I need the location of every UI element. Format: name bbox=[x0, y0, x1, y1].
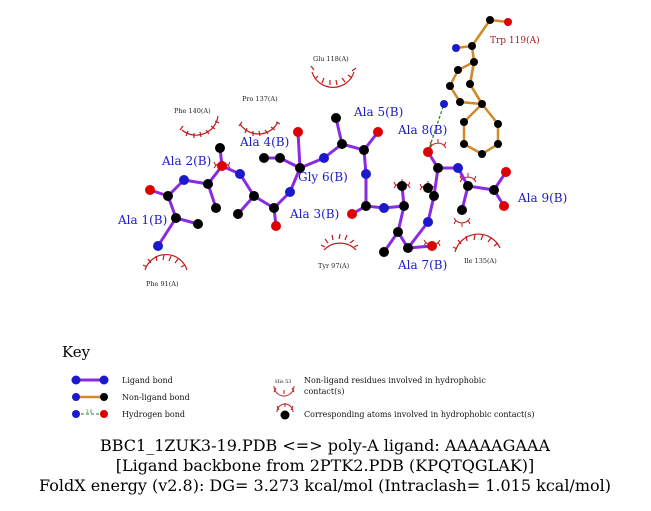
key-residue-arc-sample bbox=[273, 385, 295, 397]
key-hydrogen-bond-sample: 3.0 bbox=[72, 409, 108, 418]
arc-phe91 bbox=[142, 254, 188, 271]
key-hbond-distance: 3.0 bbox=[86, 409, 93, 414]
key-hydrogen-bond-label: Hydrogen bond bbox=[122, 410, 185, 419]
label-glu118: Glu 118(A) bbox=[313, 55, 349, 63]
key-corresponding-atoms-label: Corresponding atoms involved in hydropho… bbox=[304, 410, 535, 419]
key-nonligand-bond-sample bbox=[72, 393, 108, 401]
label-ala8: Ala 8(B) bbox=[397, 123, 447, 137]
label-trp119: Trp 119(A) bbox=[490, 35, 540, 46]
label-pro137: Pro 137(A) bbox=[242, 95, 278, 103]
caption: BBC1_1ZUK3-19.PDB <=> poly-A ligand: AAA… bbox=[39, 436, 611, 495]
label-ala3: Ala 3(B) bbox=[289, 207, 339, 221]
key: Key Ligand bond Non-ligand bond 3.0 Hydr… bbox=[62, 343, 535, 420]
label-ala5: Ala 5(B) bbox=[353, 105, 403, 119]
arc-tyr97 bbox=[320, 233, 359, 251]
key-ligand-bond-label: Ligand bond bbox=[122, 376, 173, 385]
label-ala7: Ala 7(B) bbox=[397, 258, 447, 272]
key-title: Key bbox=[62, 343, 91, 361]
hydrogen-bond bbox=[427, 103, 445, 153]
key-residues-line1: Non-ligand residues involved in hydropho… bbox=[304, 376, 486, 385]
arc-glu118 bbox=[310, 65, 357, 88]
label-ile135: Ile 135(A) bbox=[464, 257, 497, 265]
label-phe91: Phe 91(A) bbox=[146, 280, 179, 288]
arc-ile135 bbox=[452, 233, 501, 253]
label-gly6: Gly 6(B) bbox=[298, 170, 348, 184]
key-residues-line2: contact(s) bbox=[304, 387, 344, 396]
label-ala2: Ala 2(B) bbox=[161, 154, 211, 168]
label-tyr97: Tyr 97(A) bbox=[318, 262, 350, 270]
key-his-sample: His 53 bbox=[275, 379, 291, 385]
key-atom-arc-sample bbox=[276, 403, 294, 420]
arc-phe140 bbox=[179, 115, 220, 138]
arc-pro137 bbox=[238, 121, 281, 137]
residue-labels: Trp 119(A) Glu 118(A) Phe 140(A) Pro 137… bbox=[146, 35, 540, 288]
ligand-labels: Ala 1(B) Ala 2(B) Ala 3(B) Ala 4(B) Ala … bbox=[117, 105, 567, 272]
caption-line3: FoldX energy (v2.8): DG= 3.273 kcal/mol … bbox=[39, 476, 611, 495]
key-ligand-bond-sample bbox=[71, 375, 109, 385]
key-nonligand-bond-label: Non-ligand bond bbox=[122, 393, 190, 402]
caption-line2: [Ligand backbone from 2PTK2.PDB (KPQTQGL… bbox=[116, 456, 535, 475]
label-phe140: Phe 140(A) bbox=[174, 107, 211, 115]
label-ala1: Ala 1(B) bbox=[117, 213, 167, 227]
label-ala4: Ala 4(B) bbox=[239, 135, 289, 149]
caption-line1: BBC1_1ZUK3-19.PDB <=> poly-A ligand: AAA… bbox=[100, 436, 551, 455]
atoms bbox=[145, 16, 512, 257]
label-ala9: Ala 9(B) bbox=[517, 191, 567, 205]
